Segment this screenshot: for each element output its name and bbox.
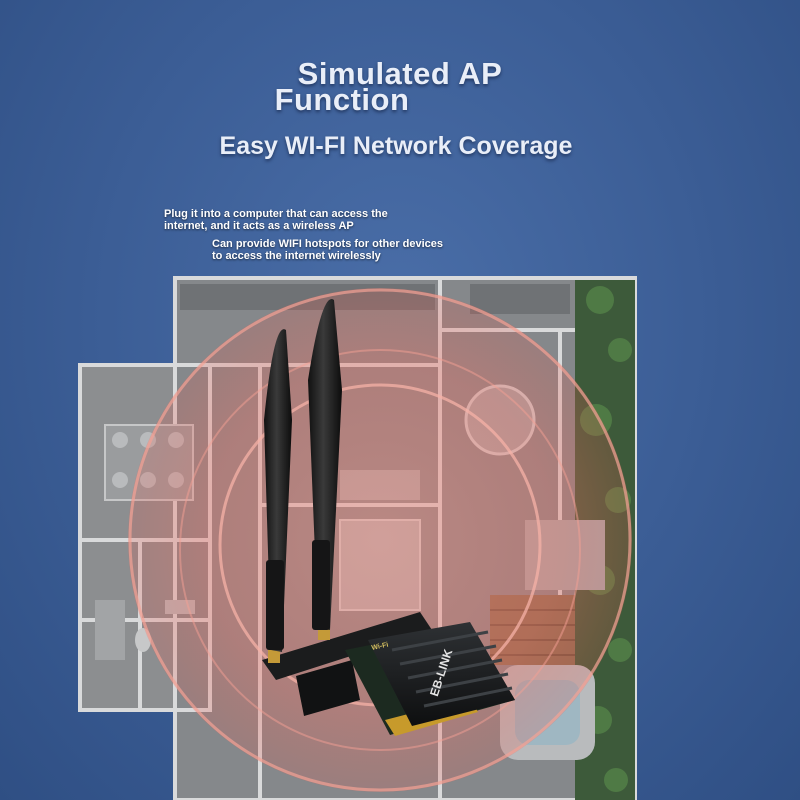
wifi-signal-rings xyxy=(128,288,632,792)
description-hotspot-line-2: to access the internet wirelessly xyxy=(212,250,381,262)
subtitle: Easy WI-FI Network Coverage xyxy=(219,132,573,160)
description-hotspot: Can provide WIFI hotspots for other devi… xyxy=(212,238,512,262)
pcie-wifi-card xyxy=(262,612,515,736)
description-ap: Plug it into a computer that can access … xyxy=(164,208,464,232)
title-line-2: Function xyxy=(274,82,410,117)
card-wifi-label: Wi-Fi xyxy=(371,642,389,652)
antenna-left xyxy=(264,329,292,652)
description-ap-line-1: Plug it into a computer that can access … xyxy=(164,208,388,220)
description-hotspot-line-1: Can provide WIFI hotspots for other devi… xyxy=(212,238,444,250)
title-line-1: Simulated AP xyxy=(297,56,503,91)
antenna-right xyxy=(308,299,342,630)
description-ap-line-2: internet, and it acts as a wireless AP xyxy=(164,220,354,232)
